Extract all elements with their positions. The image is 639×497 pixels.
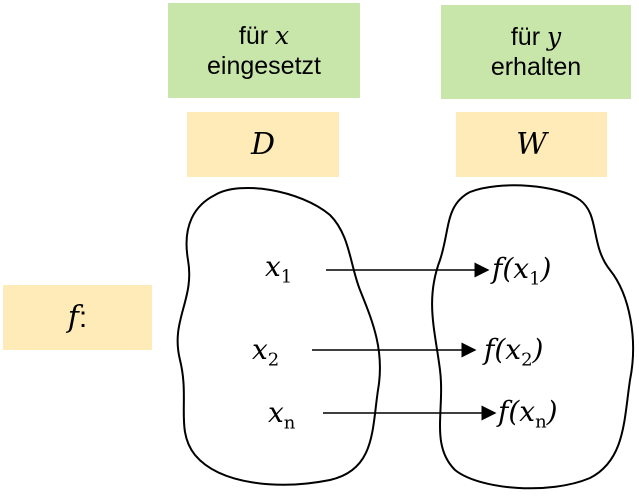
output-fx2: f(x2)	[484, 333, 544, 371]
function-name: f	[67, 300, 79, 335]
output-header-text2: erhalten	[490, 53, 582, 81]
output-header: für y erhalten	[441, 5, 631, 99]
range-set-blob	[431, 184, 635, 490]
input-xn: xn	[268, 396, 296, 434]
input-x1: x1	[265, 250, 293, 288]
function-label: f:	[3, 285, 152, 350]
domain-set-blob	[176, 186, 381, 486]
function-colon: :	[78, 300, 88, 334]
input-x2: x2	[252, 333, 280, 371]
input-header-text2: eingesetzt	[207, 51, 321, 80]
input-header: für x eingesetzt	[168, 3, 360, 98]
range-label: W	[456, 112, 607, 177]
output-header-text: für	[510, 23, 541, 51]
input-header-text: für	[238, 21, 269, 50]
input-var: x	[275, 20, 290, 50]
output-var: y	[547, 22, 562, 51]
output-fxn: f(xn)	[498, 395, 558, 433]
output-fx1: f(x1)	[492, 252, 552, 290]
domain-label: D	[187, 112, 339, 177]
